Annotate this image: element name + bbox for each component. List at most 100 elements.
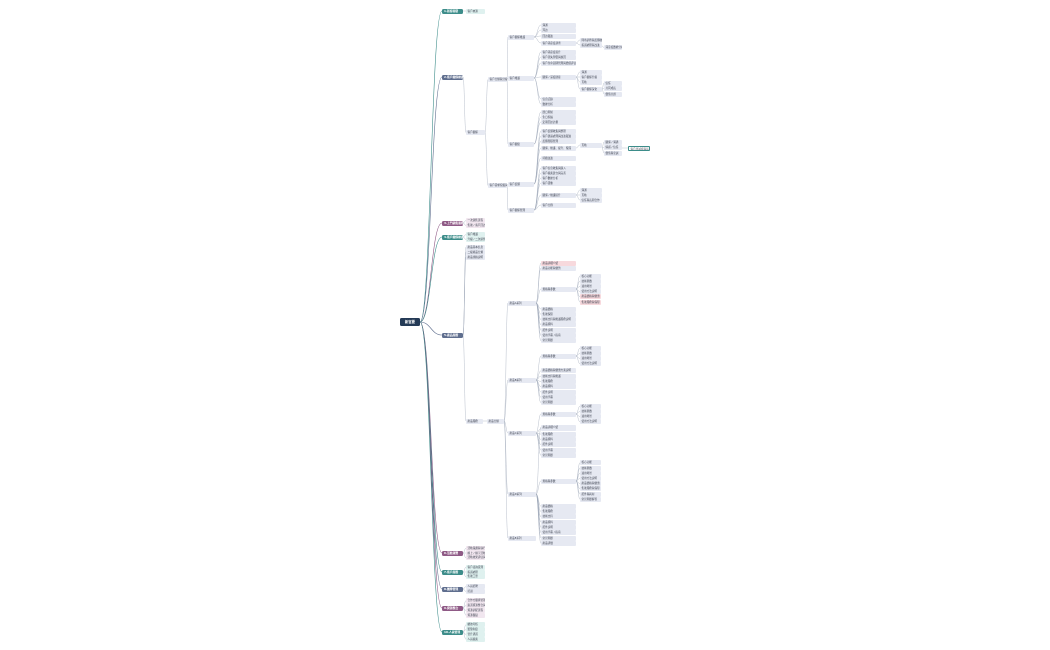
leaf-node[interactable]: 使用手冊 (541, 447, 576, 453)
leaf-node[interactable]: 信息記錄 (541, 96, 576, 102)
leaf-node[interactable]: 常見問題 (541, 400, 576, 406)
subtopic-node[interactable]: 晉升通道 (466, 631, 485, 637)
subtopic-node[interactable]: 產品基本信息 (466, 244, 485, 250)
leaf-node[interactable]: 配件與耗材 (580, 491, 601, 497)
leaf-node[interactable]: 產品價格 (541, 306, 576, 312)
leaf-node[interactable]: 核心功能 (580, 460, 601, 466)
leaf-node[interactable]: 客戶信息收集與錄入 (541, 165, 576, 171)
leaf-node[interactable]: 規格與參數 (541, 478, 576, 484)
subtopic-node[interactable]: 產品分類 (487, 418, 504, 424)
subtopic-node[interactable]: 升級 / 二次銷售 (466, 236, 485, 242)
leaf-node[interactable]: 關係、維護、提升、鞏固 (541, 145, 576, 151)
leaf-node[interactable]: 配件說明 (541, 442, 576, 448)
leaf-node[interactable]: 價值與忠誠 (604, 150, 622, 156)
leaf-node[interactable]: 技術參數 (580, 278, 601, 284)
leaf-node[interactable]: 客戶流失預警與挽回 (541, 54, 576, 60)
leaf-node[interactable]: 產品價格與優惠方案說明 (541, 368, 576, 374)
leaf-node[interactable]: 溝通 (580, 69, 602, 75)
subtopic-node[interactable]: 客戶維護 (466, 232, 485, 238)
group-node[interactable]: 產品E系列 (508, 535, 536, 541)
leaf-node[interactable]: 客戶分群 (541, 202, 576, 208)
leaf-node[interactable]: 信任與長期合作 (580, 197, 602, 203)
leaf-node[interactable]: 共同成長 (604, 86, 622, 91)
leaf-node[interactable]: 客戶畫像 (541, 180, 576, 186)
subtopic-node[interactable]: 資源盤點 (466, 612, 485, 618)
group-node[interactable]: 客戶關係維護 (508, 34, 534, 40)
group-node[interactable]: 客戶維護 (508, 75, 534, 81)
leaf-node[interactable]: 拜訪 (541, 27, 576, 33)
leaf-node[interactable]: 關係 / 溝通 (604, 139, 622, 145)
leaf-node[interactable]: 產品價格 (541, 503, 576, 509)
subtopic-node[interactable]: 合作方關係管理 (466, 598, 485, 604)
subtopic-node[interactable]: 績效考核 (466, 622, 485, 628)
leaf-node[interactable]: 售後服務 (541, 378, 576, 384)
note-node[interactable]: 客戶忠誠度與長期合作關係 (628, 145, 650, 151)
leaf-node[interactable]: 技術支持 (541, 514, 576, 520)
leaf-node[interactable]: 技術參數 (580, 350, 601, 356)
subtopic-node[interactable]: 產品服務 (466, 418, 483, 424)
subtopic-node[interactable]: 線上 / 線下活動管理 (466, 550, 485, 556)
leaf-node[interactable]: 生日祝福 (541, 114, 576, 120)
group-node[interactable]: 客戶關懷 (508, 141, 534, 147)
subtopic-node[interactable]: 渠道資源整合與共享 (466, 603, 485, 609)
category-node[interactable]: 9.資源整合 (442, 605, 463, 611)
leaf-node[interactable]: 產品資料 (541, 436, 576, 442)
subtopic-node[interactable]: 活動效果評估與總結 (466, 555, 485, 561)
leaf-node[interactable]: 客戶滿意度提升 (541, 49, 576, 55)
leaf-node[interactable]: 互動 (580, 192, 602, 198)
leaf-node[interactable]: 適用場景 (580, 283, 601, 289)
leaf-node[interactable]: 產品資料 (541, 384, 576, 390)
leaf-node[interactable]: 常見問題解答 (580, 496, 601, 502)
subtopic-node[interactable]: 人員招聘 (466, 584, 485, 590)
subtopic-node[interactable]: 客戶關係 (466, 130, 485, 135)
leaf-node[interactable]: 產品詳細介紹 (541, 260, 576, 266)
subtopic-node[interactable]: 售後工單 (466, 574, 485, 580)
leaf-node[interactable]: 售後服務 (541, 431, 576, 437)
leaf-node[interactable]: 技術參數 (580, 465, 601, 471)
leaf-node[interactable]: 技術參數 (580, 408, 601, 414)
subtopic-node[interactable]: 活動策劃與執行流程 (466, 545, 485, 551)
leaf-node[interactable]: 關係 / 深度鏈接 (541, 74, 576, 80)
subtopic-node[interactable]: 客戶諮詢受理 (466, 564, 485, 570)
leaf-node[interactable]: 使用方法說明 (580, 361, 601, 367)
leaf-node[interactable]: 價值共創 (604, 91, 622, 97)
leaf-node[interactable]: 配件說明 (541, 524, 576, 530)
leaf-node[interactable]: 客戶滿意度調查 (541, 40, 576, 46)
group-node[interactable]: 產品B系列 (508, 377, 536, 383)
category-node[interactable]: 3.上門銷售服務 (442, 220, 463, 226)
subtopic-node[interactable]: 產品規格說明 (466, 254, 485, 260)
subtopic-node[interactable]: 投訴處理 (466, 569, 485, 575)
leaf-node[interactable]: 適用場景 (580, 470, 601, 476)
leaf-node[interactable]: 常見問題 (541, 338, 576, 344)
category-node[interactable]: 5.產品服務 (442, 332, 463, 338)
leaf-node[interactable]: 關係 / 維護提升 (541, 192, 576, 198)
group-node[interactable]: 客戶反饋 (508, 181, 534, 187)
leaf-node[interactable]: 售後服務與保障 (580, 486, 601, 492)
leaf-node[interactable]: 使用方法說明 (580, 289, 601, 295)
leaf-node[interactable]: 售後服務與保障 (580, 299, 601, 305)
subtopic-node[interactable]: 獎懲制度 (466, 627, 485, 633)
root-node[interactable]: 新官要 (400, 318, 420, 326)
leaf-node[interactable]: 規格與參數 (541, 286, 576, 292)
category-node[interactable]: 7.客戶服務 (442, 569, 463, 575)
leaf-node[interactable]: 使用手冊 (541, 394, 576, 400)
leaf-node[interactable]: 節日問候 (541, 109, 576, 115)
subtopic-node[interactable]: 售後 / 客戶回訪 (466, 222, 485, 228)
category-node[interactable]: 2.客戶關係維護 (442, 74, 463, 80)
subtopic-node[interactable]: 客戶來源 (466, 8, 485, 14)
leaf-node[interactable]: 產品資料 (541, 519, 576, 525)
leaf-node[interactable]: 客戶數據分析 (541, 175, 576, 181)
leaf-node[interactable]: 客戶生命週期管理與價值評估 (541, 60, 576, 66)
leaf-node[interactable]: 產品資料 (541, 322, 576, 328)
leaf-node[interactable]: 規格與參數 (541, 353, 576, 359)
leaf-node[interactable]: 互動 (580, 79, 602, 85)
leaf-node[interactable]: 定期回訪計劃 (541, 119, 576, 125)
category-node[interactable]: 4.客戶關係維護 (442, 234, 463, 240)
category-node[interactable]: 10.人員管理 (442, 629, 463, 635)
leaf-node[interactable]: 使用手冊 / 指南 (541, 530, 576, 536)
leaf-node[interactable]: 產品詳細介紹 (541, 424, 576, 430)
leaf-node[interactable]: 產品價格與優惠 (580, 294, 601, 300)
leaf-node[interactable]: 問卷調查與反饋收集 (580, 37, 602, 43)
group-node[interactable]: 產品C系列 (508, 430, 536, 436)
leaf-node[interactable]: 持續改進 (541, 155, 576, 161)
